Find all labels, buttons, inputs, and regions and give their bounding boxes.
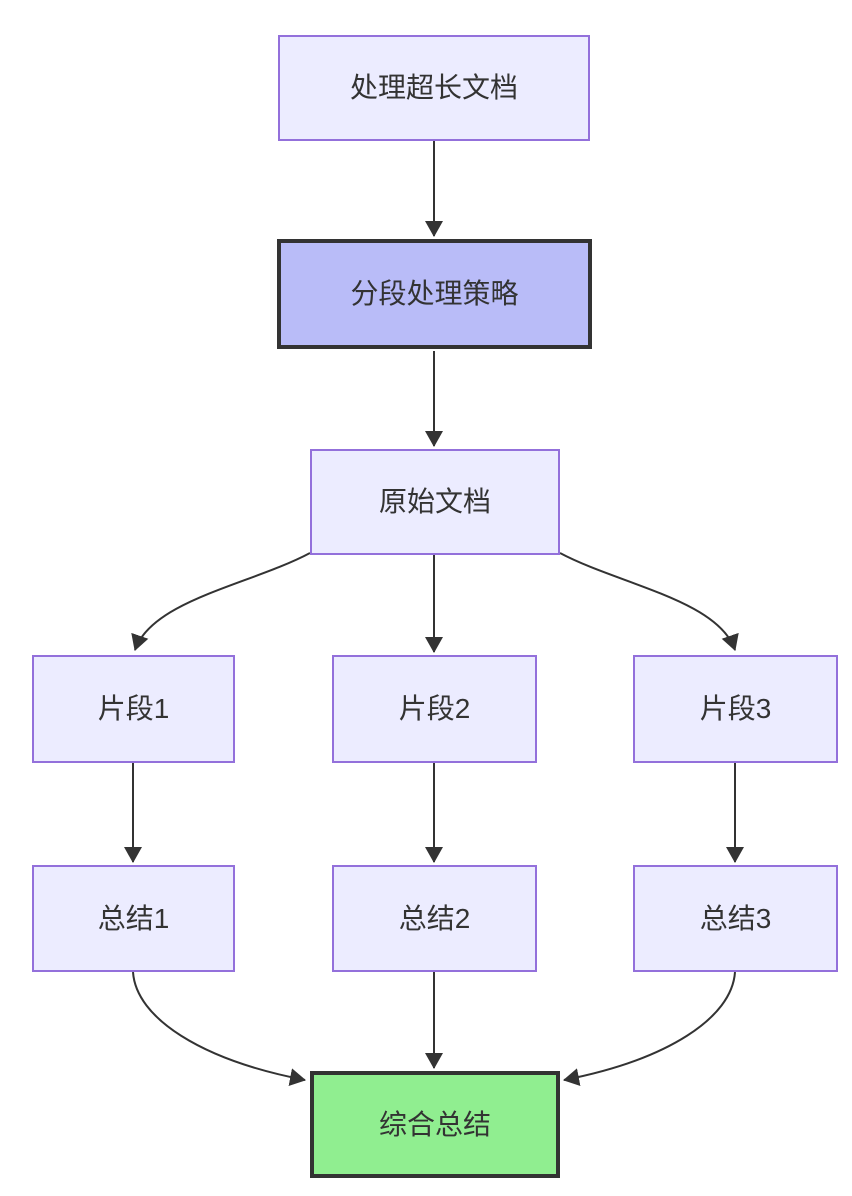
node-label-doc: 处理超长文档: [349, 72, 518, 104]
node-doc: 处理超长文档: [278, 35, 590, 141]
node-chunk3: 片段3: [633, 655, 838, 763]
node-final: 综合总结: [310, 1071, 560, 1178]
node-strategy: 分段处理策略: [277, 239, 592, 349]
node-label-chunk2: 片段2: [398, 693, 471, 725]
node-source: 原始文档: [310, 449, 560, 555]
node-label-summary1: 总结1: [97, 902, 170, 934]
node-summary2: 总结2: [332, 865, 537, 972]
node-label-summary2: 总结2: [398, 902, 471, 934]
node-chunk1: 片段1: [32, 655, 235, 763]
edge-summary3-final: [563, 971, 736, 1086]
edge-summary1-final: [132, 971, 306, 1087]
node-label-summary3: 总结3: [699, 902, 772, 934]
edge-source-chunk3: [559, 552, 739, 651]
node-label-source: 原始文档: [378, 486, 491, 518]
node-label-chunk1: 片段1: [97, 693, 170, 725]
node-label-final: 综合总结: [378, 1108, 491, 1140]
node-summary1: 总结1: [32, 865, 235, 972]
edge-source-chunk1: [131, 552, 311, 651]
node-summary3: 总结3: [633, 865, 838, 972]
node-label-chunk3: 片段3: [699, 693, 772, 725]
node-label-strategy: 分段处理策略: [350, 278, 519, 310]
node-chunk2: 片段2: [332, 655, 537, 763]
